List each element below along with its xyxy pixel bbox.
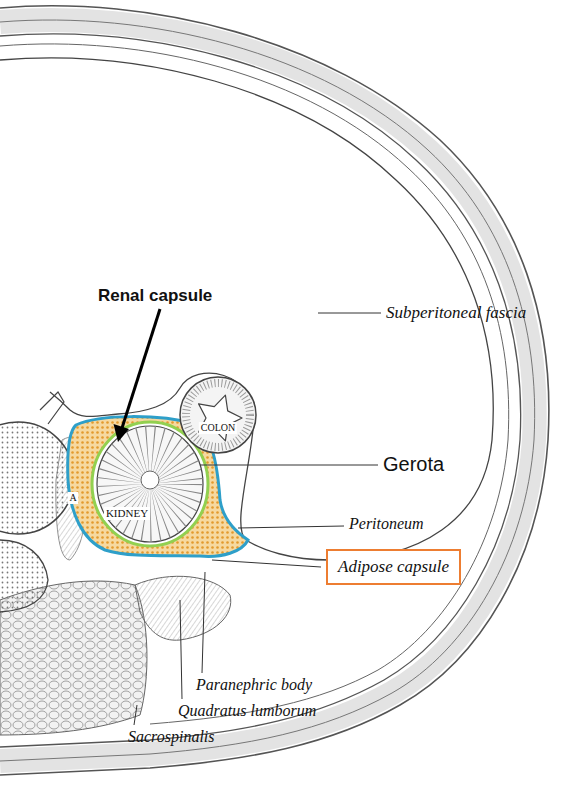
part-label: Peritoneum [349, 515, 424, 533]
kidney-rays [119, 453, 181, 515]
label-holder: Sacrospinalis [128, 728, 215, 746]
label-holder: A [67, 487, 78, 505]
callout-label: Renal capsule [98, 286, 212, 306]
vertebral-arch [0, 540, 48, 612]
muscle-line [0, 20, 535, 761]
leader-line [134, 705, 137, 725]
arrowhead [114, 424, 130, 442]
colon-lumen [199, 395, 242, 441]
label-holder: Paranephric body [196, 676, 312, 694]
part-label: Subperitoneal fascia [386, 303, 526, 323]
leader-line [318, 313, 381, 314]
leader-line [200, 465, 378, 466]
part-label: Quadratus lumborum [178, 702, 316, 720]
body-wall-band [0, 20, 535, 761]
leader-line [202, 572, 205, 673]
label-holder: Peritoneum [349, 515, 424, 533]
vertebra-body [0, 422, 74, 534]
callout-label: Gerota [383, 453, 444, 476]
highlight-box: Adipose capsule [326, 549, 461, 585]
part-label: A [67, 492, 78, 504]
skin-line [0, 6, 549, 775]
renal-sinus [141, 471, 159, 489]
vertebral-process [40, 392, 64, 424]
quadratus-muscle [135, 576, 231, 640]
colon-wall-texture [186, 383, 250, 447]
kidney-body [97, 426, 203, 542]
label-holder: Quadratus lumborum [178, 702, 316, 720]
organ-label: COLON [199, 422, 237, 434]
muscle-line [0, 34, 521, 747]
organ-label: KIDNEY [104, 507, 150, 520]
leader-line [238, 526, 344, 528]
part-label: Paranephric body [196, 676, 312, 694]
renal-capsule-arrow [122, 309, 160, 428]
label-holder: Subperitoneal fascia [386, 303, 526, 323]
part-label: Sacrospinalis [128, 728, 215, 746]
box-label: Adipose capsule [338, 557, 449, 577]
label-holder: COLON [199, 417, 237, 435]
label-holder: KIDNEY [104, 503, 150, 521]
leader-line [180, 600, 182, 699]
label-holder: Gerota [383, 453, 444, 476]
label-holder: Renal capsule [98, 286, 212, 306]
leader-line [212, 560, 321, 567]
colon-wall [180, 377, 256, 453]
